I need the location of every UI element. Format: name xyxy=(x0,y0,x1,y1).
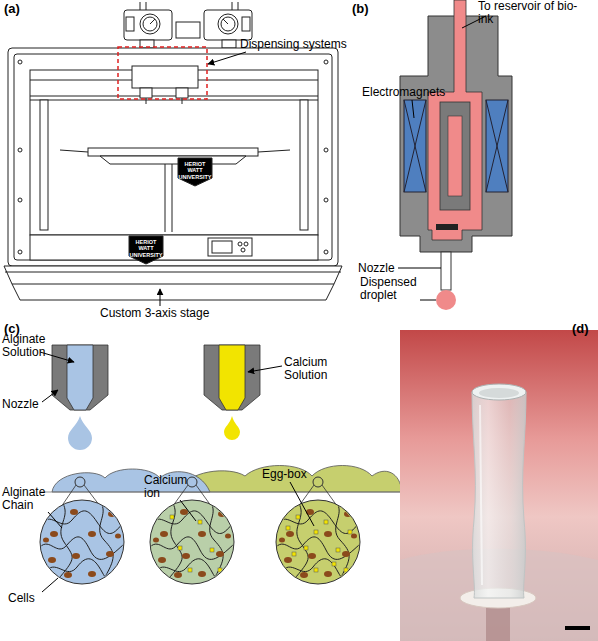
callout-label: To reservoir of bio-ink xyxy=(478,0,588,27)
leader-line xyxy=(248,366,282,372)
logo-text: HERIOT WATT UNIVERSITY xyxy=(129,239,163,258)
magnified-views xyxy=(40,477,360,584)
callout-label: Egg-box xyxy=(262,468,332,481)
leader-line xyxy=(42,390,58,402)
nozzles xyxy=(52,345,260,450)
panel-letter: (b) xyxy=(352,2,382,17)
callout-label: Electromagnets xyxy=(362,86,462,99)
scale-bar xyxy=(565,626,590,630)
callout-label: Dispensing systems xyxy=(240,38,350,51)
panel-letter: (a) xyxy=(4,2,34,17)
callout-label: Nozzle xyxy=(2,398,62,411)
callout-label: Calcium Solution xyxy=(284,356,354,383)
highlight-box xyxy=(118,47,207,99)
photo xyxy=(400,330,598,641)
callout-label: Custom 3-axis stage xyxy=(100,307,240,320)
leader-line xyxy=(180,500,196,521)
valve-section xyxy=(400,0,512,310)
leader-line xyxy=(160,289,161,306)
callout-label: Cells xyxy=(8,592,68,605)
callout-label: Alginate Solution xyxy=(2,333,72,360)
logo-text: HERIOT WATT UNIVERSITY xyxy=(178,161,212,180)
leader-line xyxy=(398,268,441,269)
callout-label: Alginate Chain xyxy=(2,486,62,513)
printed-layer xyxy=(40,466,404,493)
callout-label: Nozzle xyxy=(358,262,418,275)
panel-letter: (d) xyxy=(572,322,598,337)
leader-line xyxy=(290,482,314,526)
leader-line xyxy=(208,52,246,64)
leader-line xyxy=(48,512,62,528)
leader-line xyxy=(412,100,414,118)
leader-line xyxy=(42,578,58,592)
callout-label: Dispensed droplet xyxy=(360,276,422,303)
callout-label: Calcium ion xyxy=(144,474,204,501)
leader-line xyxy=(420,300,436,301)
